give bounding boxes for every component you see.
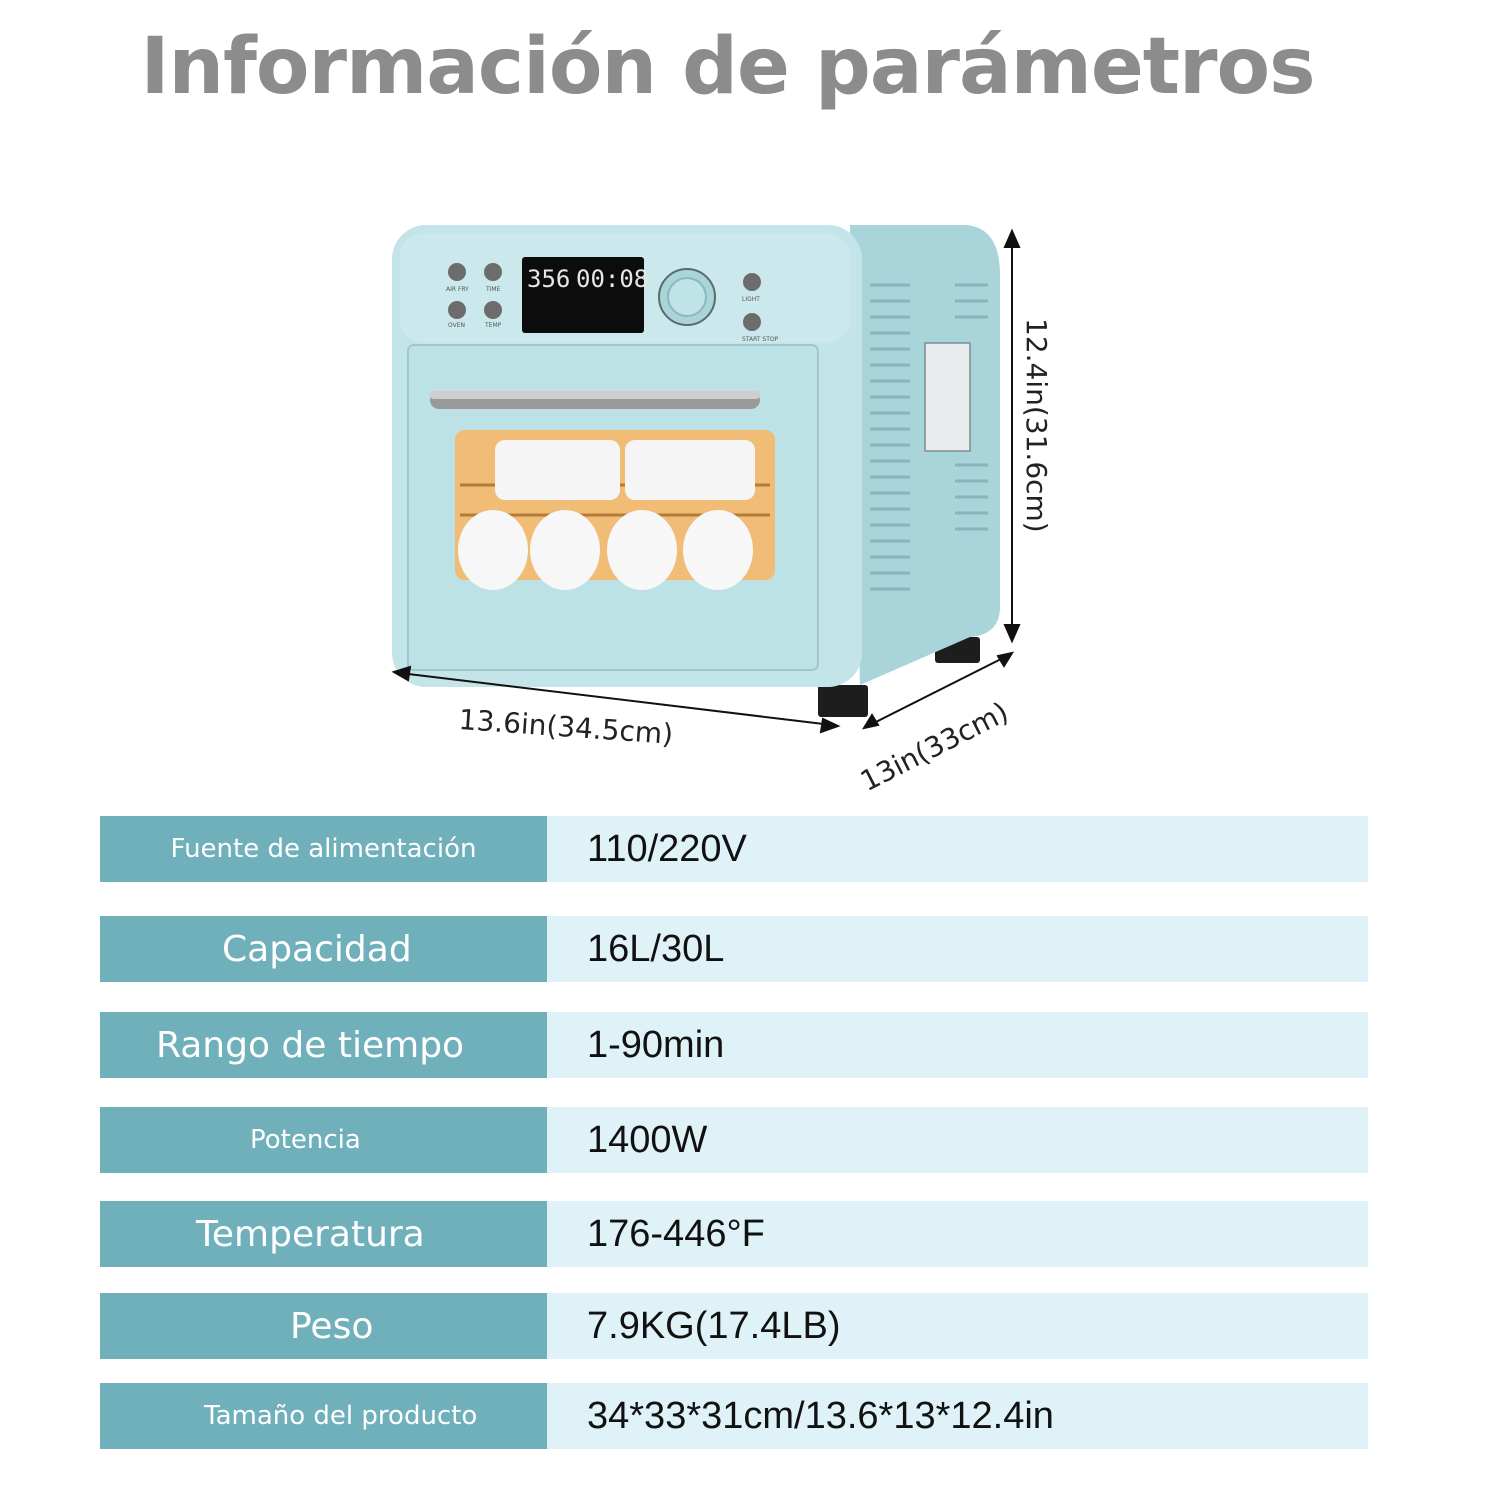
spec-label: Temperatura	[100, 1201, 547, 1267]
mug	[683, 510, 753, 590]
mug	[458, 510, 528, 590]
mug	[495, 440, 620, 500]
spec-value: 7.9KG(17.4LB)	[547, 1293, 1368, 1359]
temp-button[interactable]	[484, 301, 502, 319]
air-fry-button[interactable]	[448, 263, 466, 281]
button-label: TEMP	[484, 322, 502, 329]
door-handle-highlight	[430, 391, 760, 399]
button-label: TIME	[485, 286, 501, 293]
spec-value: 1-90min	[547, 1012, 1368, 1078]
spec-label: Capacidad	[100, 916, 547, 982]
button-label: START STOP	[742, 336, 779, 343]
button-label: OVEN	[448, 322, 465, 329]
oven-foot	[818, 685, 868, 717]
start-stop-button[interactable]	[743, 313, 761, 331]
mug	[625, 440, 755, 500]
spec-row-power-supply: Fuente de alimentación 110/220V	[100, 816, 1368, 882]
light-button[interactable]	[743, 273, 761, 291]
spec-row-time-range: Rango de tiempo 1-90min	[100, 1012, 1368, 1078]
spec-label: Tamaño del producto	[100, 1383, 547, 1449]
page-title: Información de parámetros	[140, 22, 1315, 112]
spec-label: Fuente de alimentación	[100, 816, 547, 882]
spec-row-product-size: Tamaño del producto 34*33*31cm/13.6*13*1…	[100, 1383, 1368, 1449]
spec-value: 176-446°F	[547, 1201, 1368, 1267]
spec-row-capacity: Capacidad 16L/30L	[100, 916, 1368, 982]
spec-sticker	[924, 342, 971, 452]
spec-label: Potencia	[100, 1107, 547, 1173]
mug	[607, 510, 677, 590]
spec-value: 1400W	[547, 1107, 1368, 1173]
oven-side-panel	[850, 225, 1000, 685]
spec-row-power: Potencia 1400W	[100, 1107, 1368, 1173]
button-label: AIR FRY	[446, 286, 469, 293]
height-dimension-label: 12.4in(31.6cm)	[1020, 318, 1053, 533]
lcd-display	[522, 257, 644, 333]
spec-value: 110/220V	[547, 816, 1368, 882]
mug	[530, 510, 600, 590]
spec-row-weight: Peso 7.9KG(17.4LB)	[100, 1293, 1368, 1359]
display-temperature: 356	[527, 265, 570, 293]
control-knob[interactable]	[667, 277, 707, 317]
spec-label: Peso	[100, 1293, 547, 1359]
side-vents	[870, 283, 988, 591]
oven-button[interactable]	[448, 301, 466, 319]
spec-value: 34*33*31cm/13.6*13*12.4in	[547, 1383, 1368, 1449]
time-button[interactable]	[484, 263, 502, 281]
spec-label: Rango de tiempo	[100, 1012, 547, 1078]
button-label: LIGHT	[742, 296, 760, 303]
display-time: 00:08	[576, 265, 648, 293]
spec-row-temperature: Temperatura 176-446°F	[100, 1201, 1368, 1267]
dimension-arrows	[391, 228, 1021, 734]
oven-illustration: AIR FRY TIME OVEN TEMP LIGHT START STOP …	[391, 225, 1021, 734]
spec-value: 16L/30L	[547, 916, 1368, 982]
